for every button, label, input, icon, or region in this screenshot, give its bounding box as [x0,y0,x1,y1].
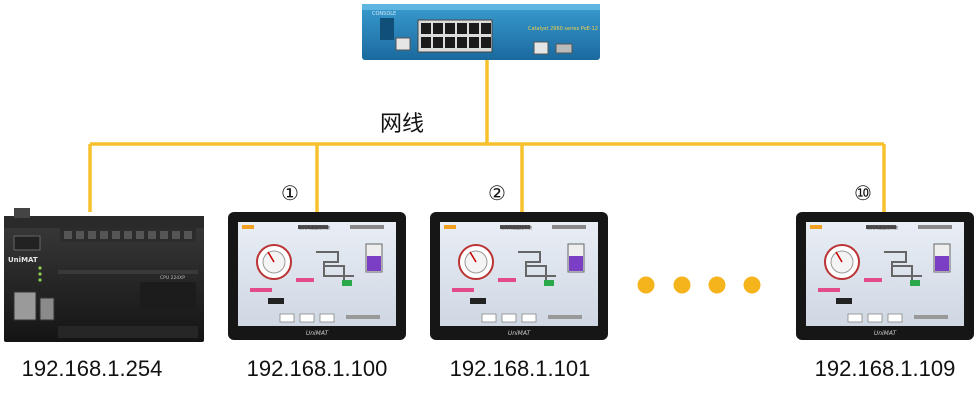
hmi-1-ip-address: 192.168.1.100 [246,356,388,381]
hmi-number-1: ① [281,181,299,205]
switch-ports [421,23,491,48]
ellipsis-dots [637,276,761,294]
switch-label-right: Catalyst 2960 series PoE-12 [528,26,598,32]
hmi-screen-title: 电机调速监控系统 [298,224,330,230]
hmi-10-ip-address: 192.168.1.109 [814,356,956,381]
hmi-2-ip-address: 192.168.1.101 [449,356,591,381]
hmi-panel-1: 电机调速监控系统 UniMAT [228,212,406,340]
ellipsis-dot [743,276,761,294]
hmi-panel-2: 电机调速监控系统 UniMAT [430,212,608,340]
plc-brand: UniMAT [8,256,38,264]
hmi-panel-10: 电机调速监控系统 UniMAT [796,212,974,340]
ellipsis-dot [708,276,726,294]
hmi-brand: UniMAT [874,330,898,337]
cable-lines [88,58,886,213]
ellipsis-dot [637,276,655,294]
ellipsis-dot [673,276,691,294]
plc-model: CPU 224XP [160,275,185,281]
plc-device: UniMAT CPU 224XP [4,208,204,342]
hmi-screen-title: 电机调速监控系统 [500,224,532,230]
hmi-brand: UniMAT [306,330,330,337]
switch-label-left: CONSOLE [372,11,396,17]
plc-ip-address: 192.168.1.254 [21,356,163,381]
cable-label: 网线 [380,112,425,137]
network-switch: CONSOLE Catalyst 2960 series PoE-12 [362,4,600,60]
hmi-number-10: ⑩ [854,181,872,205]
hmi-screen-title: 电机调速监控系统 [866,224,898,230]
hmi-brand: UniMAT [508,330,532,337]
hmi-number-2: ② [488,181,506,205]
